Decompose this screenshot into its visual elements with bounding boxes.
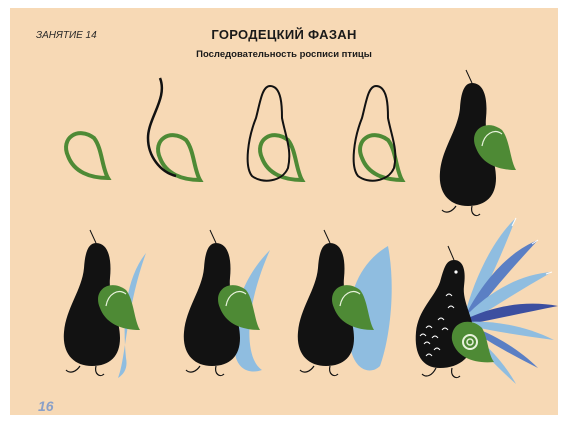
step-6-tail-stroke (64, 230, 146, 378)
workbook-page: ЗАНЯТИЕ 14 ГОРОДЕЦКИЙ ФАЗАН Последовател… (10, 8, 558, 415)
step-8-tail-filled (298, 230, 392, 376)
step-3-body-outline (248, 86, 302, 181)
step-1-leaf-outline (66, 133, 108, 178)
step-2-neck-curve (148, 78, 200, 180)
step-4-body-contour (354, 86, 402, 181)
page-number: 16 (38, 398, 54, 414)
step-7-tail-outline (184, 230, 270, 376)
painting-steps-illustration (10, 8, 558, 415)
step-9-finished-pheasant (416, 218, 558, 384)
step-5-filled-body (440, 70, 516, 216)
